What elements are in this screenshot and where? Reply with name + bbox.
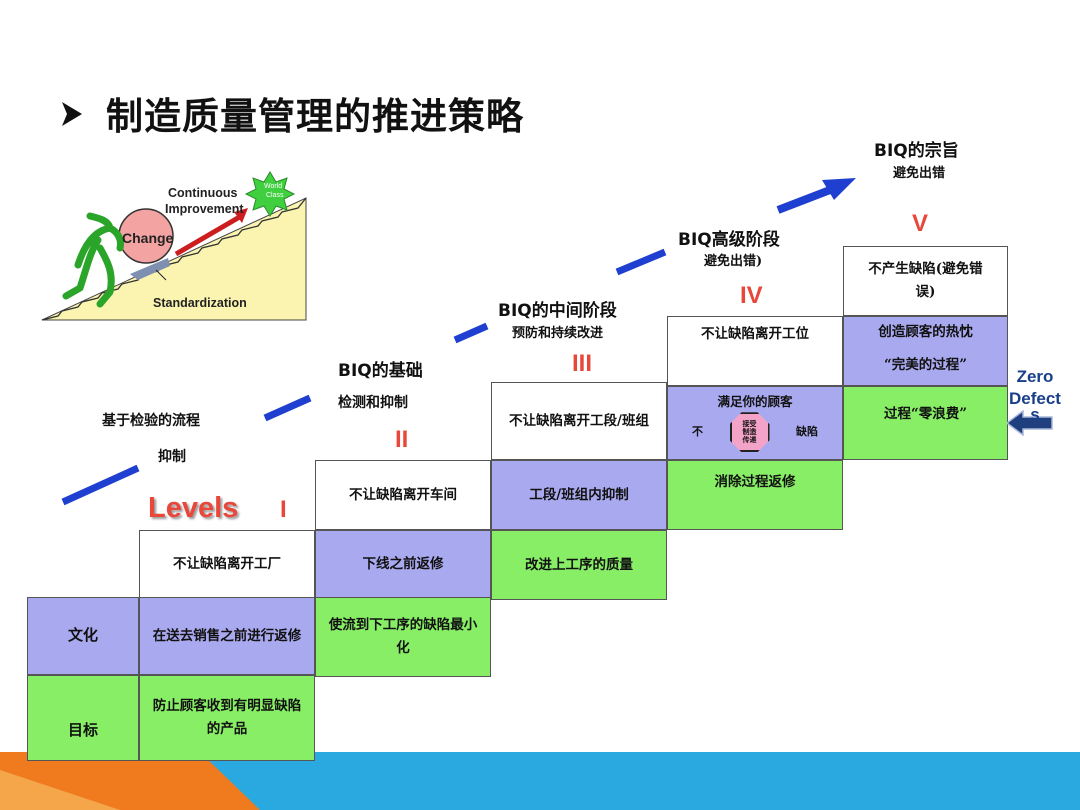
title-text: 制造质量管理的推进策略 bbox=[106, 95, 524, 138]
level4-bot-cell: 消除过程返修 bbox=[667, 460, 843, 530]
level2-bot-text: 使流到下工序的缺陷最小化 bbox=[328, 617, 478, 656]
class-label: Class bbox=[266, 192, 284, 199]
level4-mid-sign-row: 不 接受制造传递 缺陷 bbox=[674, 412, 836, 453]
roman-numeral-3: III bbox=[572, 350, 593, 377]
level3-mid-text: 工段/班组内抑制 bbox=[529, 486, 629, 503]
improvement-illustration: Continuous Improvement Change Standardiz… bbox=[38, 170, 308, 322]
level2-mid-text: 下线之前返修 bbox=[362, 555, 444, 572]
row-label-culture-text: 文化 bbox=[67, 626, 98, 645]
level4-top-cell: 不让缺陷离开工位 bbox=[667, 316, 843, 386]
level5-mid-text2: “完美的过程” bbox=[883, 356, 968, 373]
roman-numeral-2: II bbox=[395, 426, 409, 453]
level2-mid-cell: 下线之前返修 bbox=[315, 530, 491, 598]
level3-top-text: 不让缺陷离开工段/班组 bbox=[509, 412, 649, 429]
page-title: 制造质量管理的推进策略 bbox=[60, 86, 524, 140]
world-label: World bbox=[264, 183, 283, 190]
stage-3-caption1: BIQ的中间阶段 bbox=[498, 301, 617, 321]
level5-bot-text: 过程“零浪费” bbox=[883, 406, 968, 422]
level1-top-cell: 不让缺陷离开工厂 bbox=[139, 530, 315, 598]
zero-defect-label: Zero Defect s bbox=[1009, 366, 1061, 426]
level5-mid-cell: 创造顾客的热忱 “完美的过程” bbox=[843, 316, 1008, 386]
level4-mid-left-text: 不 bbox=[692, 424, 703, 438]
level5-mid-text1: 创造顾客的热忱 bbox=[878, 324, 973, 340]
roman-numeral-4: IV bbox=[740, 282, 763, 309]
hill-graphic bbox=[41, 171, 307, 321]
level4-mid-right-text: 缺陷 bbox=[796, 424, 818, 438]
standardization-label: Standardization bbox=[153, 296, 247, 310]
stage-4-caption2: 避免出错) bbox=[704, 254, 763, 269]
level3-bot-text: 改进上工序的质量 bbox=[525, 556, 633, 573]
level5-bot-cell: 过程“零浪费” bbox=[843, 386, 1008, 460]
level1-top-text: 不让缺陷离开工厂 bbox=[173, 555, 281, 572]
level2-top-cell: 不让缺陷离开车间 bbox=[315, 460, 491, 530]
stage-1-caption2: 抑制 bbox=[158, 449, 186, 465]
level5-top-cell: 不产生缺陷(避免错误) bbox=[843, 246, 1008, 316]
level2-top-text: 不让缺陷离开车间 bbox=[349, 486, 457, 503]
level3-mid-cell: 工段/班组内抑制 bbox=[491, 460, 667, 530]
roman-numeral-1: I bbox=[280, 496, 287, 523]
level3-bot-cell: 改进上工序的质量 bbox=[491, 530, 667, 600]
stage-5-caption2: 避免出错 bbox=[893, 166, 946, 181]
level4-top-text: 不让缺陷离开工位 bbox=[701, 326, 809, 342]
continuous-label: Continuous bbox=[168, 186, 238, 200]
stage-5-caption1: BIQ的宗旨 bbox=[874, 141, 959, 161]
stage-4-caption1: BIQ高级阶段 bbox=[678, 230, 780, 250]
level3-top-cell: 不让缺陷离开工段/班组 bbox=[491, 382, 667, 460]
level2-bot-cell: 使流到下工序的缺陷最小化 bbox=[315, 597, 491, 677]
left-arrow-icon bbox=[1007, 410, 1053, 436]
arrow-bullet-icon bbox=[60, 95, 84, 138]
stage-2-caption1: BIQ的基础 bbox=[338, 361, 423, 381]
stop-sign-icon: 接受制造传递 bbox=[729, 412, 770, 453]
zero-defect-line2: Defect bbox=[1009, 389, 1061, 409]
roman-numeral-5: V bbox=[912, 210, 929, 237]
stage-2-caption2: 检测和抑制 bbox=[338, 395, 408, 411]
stage-1-caption1: 基于检验的流程 bbox=[102, 413, 200, 429]
level4-mid-text: 满足你的顾客 bbox=[717, 394, 793, 409]
level4-bot-text: 消除过程返修 bbox=[714, 474, 796, 490]
level1-bot-text: 防止顾客收到有明显缺陷的产品 bbox=[152, 698, 302, 737]
row-label-goal-text: 目标 bbox=[67, 721, 98, 740]
improvement-label: Improvement bbox=[165, 202, 244, 216]
zero-defect-line1: Zero bbox=[1016, 367, 1054, 386]
zero-defect-line3: s bbox=[1030, 405, 1040, 425]
level1-mid-text: 在送去销售之前进行返修 bbox=[152, 627, 302, 644]
level1-mid-cell: 在送去销售之前进行返修 bbox=[139, 597, 315, 675]
row-label-goal: 目标 bbox=[27, 675, 139, 761]
stage-3-caption2: 预防和持续改进 bbox=[512, 326, 604, 341]
row-label-culture: 文化 bbox=[27, 597, 139, 675]
level1-bot-cell: 防止顾客收到有明显缺陷的产品 bbox=[139, 675, 315, 761]
level5-top-text: 不产生缺陷(避免错误) bbox=[868, 261, 983, 300]
levels-label: Levels bbox=[148, 492, 239, 524]
change-label: Change bbox=[122, 230, 174, 246]
level4-mid-cell: 满足你的顾客 不 接受制造传递 缺陷 bbox=[667, 386, 843, 460]
stop-sign-text: 接受制造传递 bbox=[742, 418, 757, 445]
